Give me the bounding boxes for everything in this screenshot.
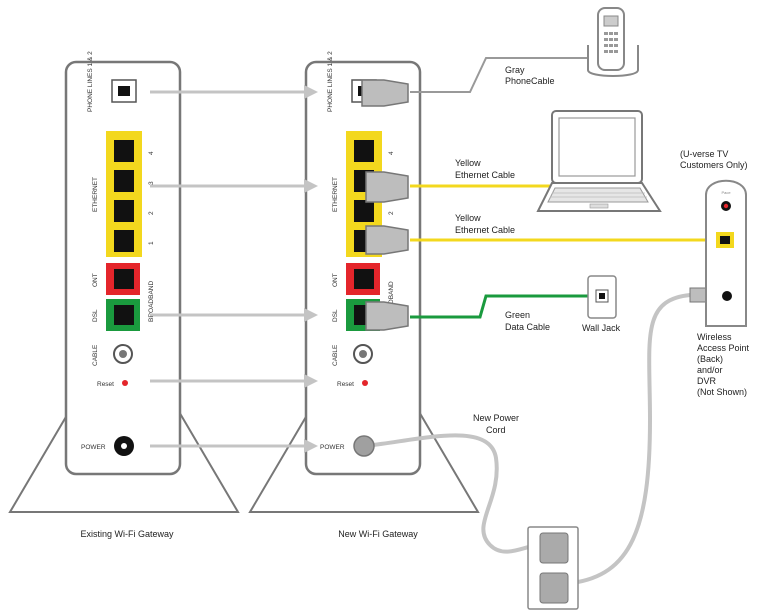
new-ethernet-port-4 <box>354 140 374 162</box>
svg-text:4: 4 <box>388 151 395 155</box>
existing-gateway-caption: Existing Wi-Fi Gateway <box>80 529 174 539</box>
wall-jack-label: Wall Jack <box>582 323 621 333</box>
svg-text:Green: Green <box>505 310 530 320</box>
new-gateway: PHONE LINES 1 & 2 ETHERNET 4 3 2 ONT DSL… <box>248 51 480 539</box>
svg-text:Access Point: Access Point <box>697 343 750 353</box>
svg-text:2: 2 <box>388 211 395 215</box>
existing-power-label: POWER <box>81 444 106 451</box>
wireless-access-point: (U-verse TV Customers Only) Pace Wireles… <box>680 149 750 397</box>
new-cable-label: CABLE <box>332 344 339 366</box>
svg-text:Data Cable: Data Cable <box>505 322 550 332</box>
svg-text:Cord: Cord <box>486 425 506 435</box>
svg-text:Ethernet Cable: Ethernet Cable <box>455 170 515 180</box>
new-power-label: POWER <box>320 444 345 451</box>
new-phone-label: PHONE LINES 1 & 2 <box>327 51 334 112</box>
new-gateway-caption: New Wi-Fi Gateway <box>338 529 418 539</box>
svg-text:Wireless: Wireless <box>697 332 732 342</box>
new-dsl-label: DSL <box>332 309 339 322</box>
cordless-phone <box>587 7 639 77</box>
svg-text:DVR: DVR <box>697 376 717 386</box>
svg-text:and/or: and/or <box>697 365 723 375</box>
new-broadband-label: DBAND <box>388 281 395 304</box>
svg-text:Gray: Gray <box>505 65 525 75</box>
svg-text:Customers Only): Customers Only) <box>680 160 748 170</box>
transfer-arrows <box>150 85 318 453</box>
power-outlet <box>527 526 579 610</box>
new-ethernet-port-2 <box>354 200 374 222</box>
existing-ethernet-port-1 <box>114 230 134 252</box>
existing-ethernet-port-4 <box>114 140 134 162</box>
existing-ont-label: ONT <box>92 273 99 287</box>
svg-text:2: 2 <box>148 211 155 215</box>
existing-reset-label: Reset <box>97 381 114 388</box>
svg-text:Pace: Pace <box>721 190 731 195</box>
power-cord: New Power Cord <box>353 413 541 554</box>
yellow-ethernet-cable-1: Yellow Ethernet Cable <box>365 158 550 203</box>
existing-phone-label: PHONE LINES 1 & 2 <box>87 51 94 112</box>
yellow-ethernet-cable-2: Yellow Ethernet Cable <box>365 213 712 255</box>
existing-reset-button <box>122 380 128 386</box>
svg-text:New Power: New Power <box>473 413 519 423</box>
green-data-cable: Green Data Cable <box>365 294 596 332</box>
svg-text:Yellow: Yellow <box>455 158 481 168</box>
existing-gateway: PHONE LINES 1 & 2 ETHERNET 4 3 2 1 ONT D… <box>8 51 240 539</box>
laptop <box>536 110 662 212</box>
existing-ethernet-port-3 <box>114 170 134 192</box>
svg-text:Ethernet Cable: Ethernet Cable <box>455 225 515 235</box>
svg-text:4: 4 <box>148 151 155 155</box>
new-ont-label: ONT <box>332 273 339 287</box>
wall-jack: Wall Jack <box>582 275 621 333</box>
new-gateway-stand <box>248 409 480 513</box>
existing-cable-label: CABLE <box>92 344 99 366</box>
svg-text:(Back): (Back) <box>697 354 723 364</box>
existing-dsl-label: DSL <box>92 309 99 322</box>
new-ethernet-label: ETHERNET <box>332 177 339 212</box>
svg-text:1: 1 <box>148 241 155 245</box>
svg-text:PhoneCable: PhoneCable <box>505 76 555 86</box>
new-reset-button <box>362 380 368 386</box>
svg-text:3: 3 <box>148 181 155 185</box>
existing-gateway-stand <box>8 409 240 513</box>
gray-phone-cable: Gray PhoneCable <box>361 57 602 107</box>
existing-ethernet-port-2 <box>114 200 134 222</box>
svg-text:(U-verse TV: (U-verse TV <box>680 149 728 159</box>
existing-ethernet-label: ETHERNET <box>92 177 99 212</box>
power-plug <box>353 435 375 457</box>
svg-text:(Not Shown): (Not Shown) <box>697 387 747 397</box>
new-reset-label: Reset <box>337 381 354 388</box>
existing-broadband-label: BROADBAND <box>148 281 155 322</box>
svg-text:Yellow: Yellow <box>455 213 481 223</box>
